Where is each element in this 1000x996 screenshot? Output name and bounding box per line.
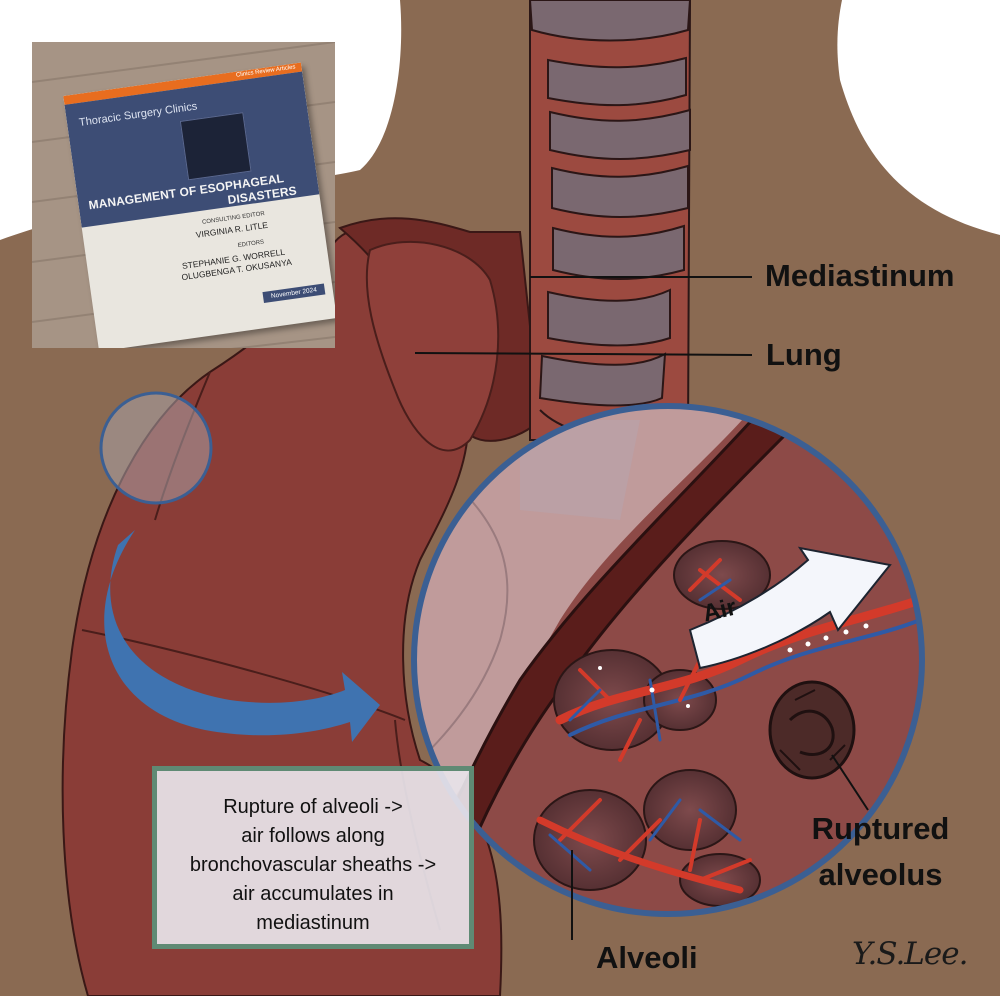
- caption-line-5: mediastinum: [256, 912, 370, 934]
- ruptured-leader: [831, 754, 869, 811]
- label-ruptured-alveolus: Ruptured alveolus: [811, 811, 950, 892]
- artist-signature: Y.S.Lee.: [852, 936, 968, 972]
- caption-line-4: air accumulates in: [232, 883, 394, 905]
- issue-date: November 2024: [262, 283, 326, 304]
- vessels: [536, 558, 922, 894]
- zoom-view: [414, 406, 922, 914]
- label-mediastinum: Mediastinum: [765, 258, 955, 293]
- xray-image: [179, 112, 252, 181]
- background-right: [837, 0, 1000, 235]
- air-arrow: [688, 546, 892, 670]
- caption-line-3: bronchovascular sheaths ->: [189, 854, 437, 876]
- caption-line-2: air follows along: [241, 825, 385, 847]
- ruptured-alveolus-shape: [768, 680, 856, 780]
- editors-label: EDITORS: [237, 239, 265, 250]
- magnify-source-circle: [99, 391, 213, 505]
- caption-line-1: Rupture of alveoli ->: [223, 796, 403, 818]
- upper-lobe: [365, 240, 500, 452]
- caption-text: Rupture of alveoli -> air follows along …: [157, 793, 469, 938]
- label-lung: Lung: [766, 337, 842, 372]
- lung-leader: [414, 352, 753, 356]
- label-alveoli: Alveoli: [596, 940, 698, 975]
- caption-box: Rupture of alveoli -> air follows along …: [152, 766, 474, 949]
- trachea: [528, 0, 692, 441]
- zoom-circle-border: [411, 403, 925, 917]
- journal-cover: Clinics Review Articles Thoracic Surgery…: [63, 62, 335, 348]
- book-cover-photo: Clinics Review Articles Thoracic Surgery…: [32, 42, 335, 348]
- zoom-arrow: [104, 530, 380, 742]
- air-bubbles: [598, 623, 869, 708]
